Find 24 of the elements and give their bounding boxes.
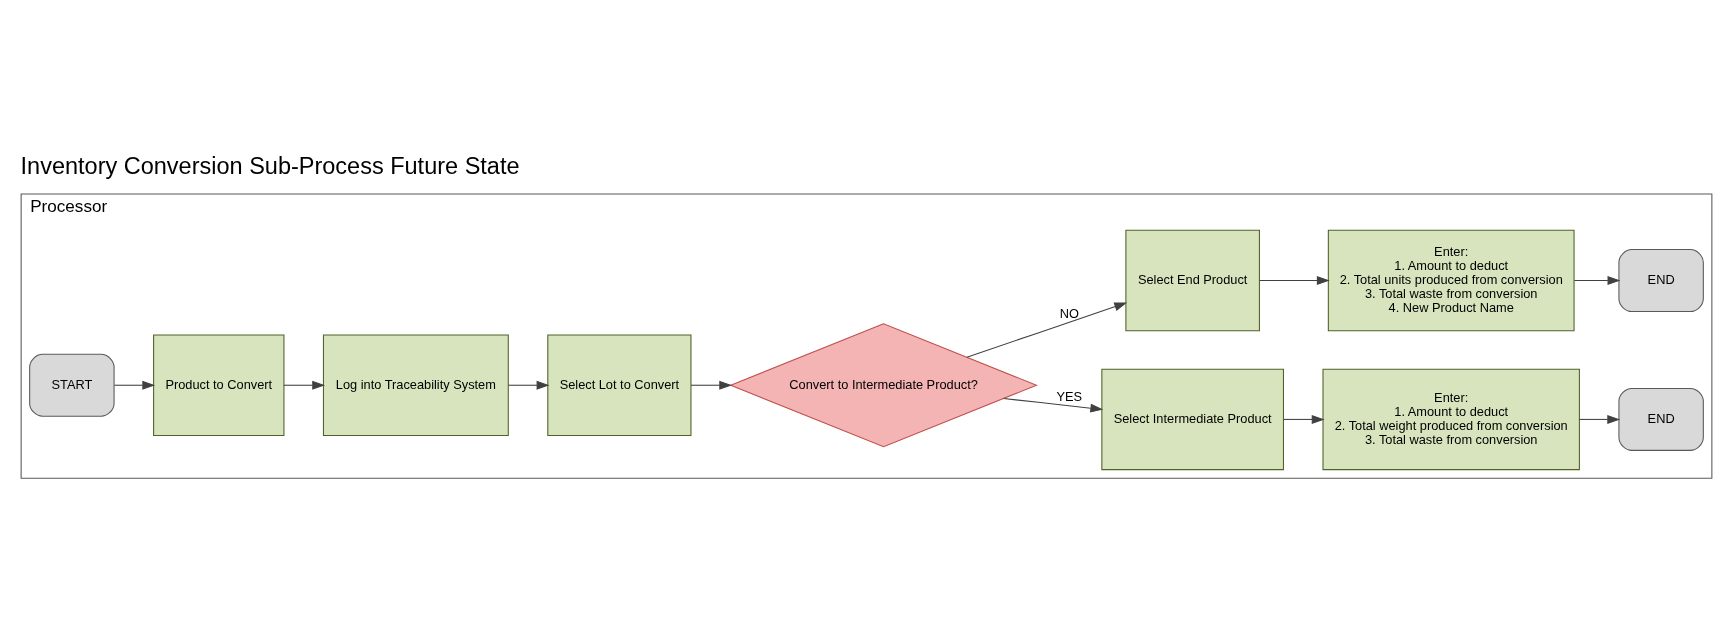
node-box: Select End Product [1125, 229, 1260, 331]
node-box: END [1618, 387, 1704, 451]
node-box: Enter: 1. Amount to deduct 2. Total units produced from conversion 3. Total waste from conversion 4. New Product Name [1327, 229, 1575, 331]
edge-label: NO [1059, 305, 1079, 320]
node-box: Enter: 1. Amount to deduct 2. Total weight produced from conversion 3. Total waste from conversion [1322, 368, 1580, 470]
node-box: Select Lot to Convert [547, 334, 692, 436]
node-box: Product to Convert [153, 334, 285, 436]
arrow [113, 380, 156, 390]
arrow [966, 301, 1128, 358]
arrow [1259, 275, 1330, 285]
arrow [1578, 414, 1621, 424]
edge-label: YES [1056, 388, 1083, 404]
node-diamond: Convert to Intermediate Product? [729, 322, 1038, 447]
arrow [1283, 414, 1325, 424]
node-box: START [29, 353, 115, 417]
node-box: Select Intermediate Product [1101, 368, 1284, 470]
arrow [283, 380, 326, 390]
node-box: END [1618, 248, 1704, 312]
arrow [507, 380, 550, 390]
arrow [1573, 275, 1621, 285]
arrow [690, 380, 733, 390]
arrow [1003, 397, 1104, 413]
diagram-title: Inventory Conversion Sub-Process Future State [20, 152, 520, 179]
node-box: Log into Traceability System [322, 334, 509, 436]
